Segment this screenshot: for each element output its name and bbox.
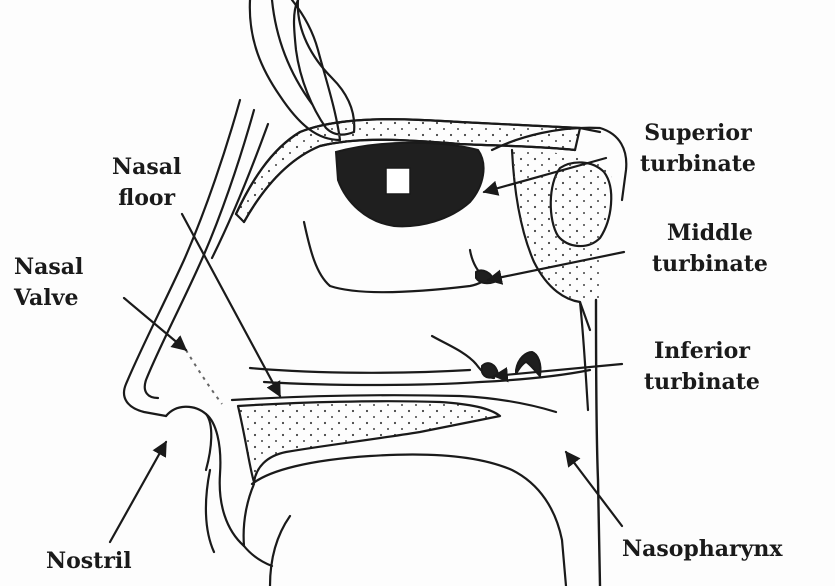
middle-turbinate-tip [476, 270, 494, 283]
pointer-nostril [110, 442, 166, 542]
nasal-floor-upper [250, 368, 470, 373]
oral-cavity-top [252, 455, 566, 586]
tongue-front [244, 484, 254, 546]
label-inferior-line1: Inferior [644, 336, 760, 367]
label-floor-line2: floor [112, 183, 181, 214]
label-nasal-floor: Nasal floor [112, 152, 181, 214]
label-valve-line2: Valve [14, 283, 83, 314]
lip-inner [206, 470, 214, 552]
pointer-floor [182, 214, 280, 396]
label-nasopharynx: Nasopharynx [622, 534, 783, 565]
clivus-dotted [512, 150, 612, 302]
label-floor-line1: Nasal [112, 152, 181, 183]
label-valve-line1: Nasal [14, 252, 83, 283]
label-nasal-valve: Nasal Valve [14, 252, 83, 314]
label-nostril: Nostril [46, 546, 132, 577]
label-inferior-turbinate: Inferior turbinate [644, 336, 760, 398]
nasal-valve-dashes [186, 350, 222, 404]
frontal-sinus-cavity [294, 0, 354, 135]
label-middle-turbinate: Middle turbinate [652, 218, 768, 280]
tongue-curve [270, 516, 290, 586]
label-superior-line1: Superior [640, 118, 756, 149]
hard-palate [238, 401, 500, 482]
pointer-valve [124, 298, 186, 350]
mass-window [386, 168, 410, 194]
pharynx-wall [596, 300, 600, 586]
superior-meatus-line [304, 222, 488, 292]
label-inferior-line2: turbinate [644, 367, 760, 398]
label-middle-line2: turbinate [652, 249, 768, 280]
label-superior-turbinate: Superior turbinate [640, 118, 756, 180]
pointer-nasopharynx [566, 452, 622, 526]
label-middle-line1: Middle [652, 218, 768, 249]
nostril-ala [166, 407, 211, 470]
label-superior-line2: turbinate [640, 149, 756, 180]
nasal-dorsum-outer [124, 100, 240, 416]
